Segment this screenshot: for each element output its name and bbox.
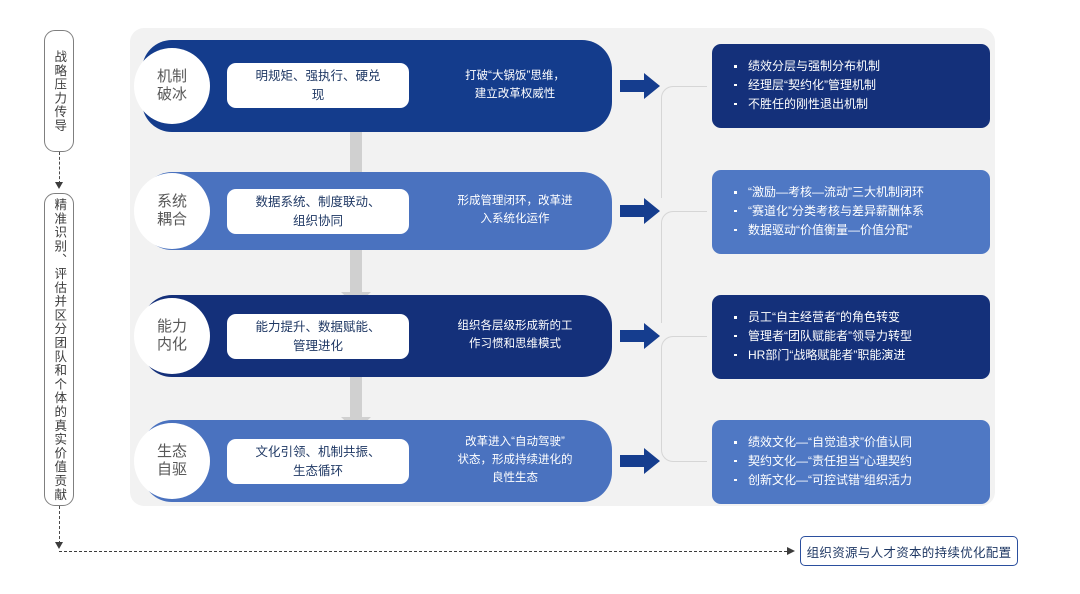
stage-circle-3: 能力 内化 — [134, 298, 210, 374]
stage-desc-4-line3: 良性生态 — [492, 471, 538, 484]
bottom-dashed-arrow — [787, 547, 795, 555]
elbow-connector-3 — [661, 336, 707, 448]
stage-desc-3-line2: 作习惯和思维模式 — [469, 338, 561, 350]
stage-circle-2: 系统 耦合 — [134, 173, 210, 249]
stage-bullets-1: 绩效分层与强制分布机制 经理层“契约化”管理机制 不胜任的刚性退出机制 — [712, 44, 990, 128]
stage-keybox-3-line2: 管理进化 — [292, 338, 343, 353]
bullet-item: 创新文化—“可控试错”组织活力 — [732, 471, 976, 490]
stage-desc-2-line2: 入系统化运作 — [480, 213, 550, 225]
stage-keybox-1: 明规矩、强执行、硬兑 现 — [227, 63, 409, 108]
bullet-item: “赛道化”分类考核与差异薪酬体系 — [732, 202, 976, 221]
stage-circle-1-line2: 破冰 — [156, 86, 187, 103]
rail-dash-lower — [59, 506, 60, 544]
stage-arrow-right-3 — [620, 323, 660, 349]
stage-circle-4-line2: 自驱 — [156, 461, 187, 478]
bullet-item: “激励—考核—流动”三大机制闭环 — [732, 183, 976, 202]
outcome-banner: 组织资源与人才资本的持续优化配置 — [800, 536, 1018, 566]
bullet-item: 绩效分层与强制分布机制 — [732, 57, 976, 76]
outcome-banner-label: 组织资源与人才资本的持续优化配置 — [806, 545, 1012, 560]
bullet-item: 管理者“团队赋能者”领导力转型 — [732, 327, 976, 346]
bullet-item: 员工“自主经营者”的角色转变 — [732, 308, 976, 327]
rail-bottom-label: 精准识别、评估并区分团队和个体的真实价值贡献 — [52, 197, 67, 502]
stage-circle-1-line1: 机制 — [156, 67, 187, 85]
stage-arrow-right-4 — [620, 448, 660, 474]
stage-desc-2: 形成管理闭环，改革进 入系统化运作 — [420, 183, 610, 239]
bullet-item: 经理层“契约化”管理机制 — [732, 76, 976, 95]
stage-bullets-3: 员工“自主经营者”的角色转变 管理者“团队赋能者”领导力转型 HR部门“战略赋能… — [712, 295, 990, 379]
bullet-item: HR部门“战略赋能者”职能演进 — [732, 346, 976, 365]
stage-circle-3-line1: 能力 — [156, 317, 187, 335]
stage-arrow-right-1 — [620, 73, 660, 99]
stage-keybox-2-line1: 数据系统、制度联动、 — [255, 195, 381, 210]
elbow-connector-4 — [661, 418, 707, 462]
stage-circle-1: 机制 破冰 — [134, 48, 210, 124]
stage-keybox-1-line2: 现 — [311, 87, 325, 102]
stage-keybox-1-line1: 明规矩、强执行、硬兑 — [255, 69, 381, 84]
rail-arrow-upper — [54, 182, 63, 189]
stage-desc-1-line1: 打破“大锅饭”思维， — [465, 70, 565, 83]
stage-keybox-4-line2: 生态循环 — [292, 463, 343, 478]
stage-keybox-3: 能力提升、数据赋能、 管理进化 — [227, 314, 409, 359]
stage-keybox-4-line1: 文化引领、机制共振、 — [255, 445, 381, 460]
stage-desc-4-line2: 状态，形成持续进化的 — [457, 454, 573, 467]
bullet-item: 数据驱动“价值衡量—价值分配” — [732, 221, 976, 240]
stage-desc-4: 改革进入“自动驾驶” 状态，形成持续进化的 良性生态 — [420, 427, 610, 495]
stage-circle-4-line1: 生态 — [156, 442, 187, 460]
stage-desc-3: 组织各层级形成新的工 作习惯和思维模式 — [420, 308, 610, 364]
stage-bullets-2: “激励—考核—流动”三大机制闭环 “赛道化”分类考核与差异薪酬体系 数据驱动“价… — [712, 170, 990, 254]
stage-circle-2-line2: 耦合 — [156, 211, 187, 228]
stage-keybox-4: 文化引领、机制共振、 生态循环 — [227, 439, 409, 484]
rail-top-label: 战略压力传导 — [52, 49, 67, 133]
stage-keybox-3-line1: 能力提升、数据赋能、 — [255, 320, 381, 335]
stage-keybox-2-line2: 组织协同 — [292, 213, 343, 228]
stage-desc-1-line2: 建立改革权威性 — [474, 88, 556, 100]
bullet-item: 契约文化—“责任担当”心理契约 — [732, 452, 976, 471]
stage-desc-1: 打破“大锅饭”思维， 建立改革权威性 — [420, 58, 610, 114]
stage-circle-3-line2: 内化 — [156, 336, 187, 353]
rail-box-bottom: 精准识别、评估并区分团队和个体的真实价值贡献 — [44, 193, 74, 506]
bullet-item: 绩效文化—“自觉追求”价值认同 — [732, 433, 976, 452]
stage-bullets-4: 绩效文化—“自觉追求”价值认同 契约文化—“责任担当”心理契约 创新文化—“可控… — [712, 420, 990, 504]
rail-arrow-lower — [54, 542, 63, 549]
elbow-connector-2 — [661, 211, 707, 323]
stage-keybox-2: 数据系统、制度联动、 组织协同 — [227, 189, 409, 234]
stage-desc-2-line1: 形成管理闭环，改革进 — [457, 195, 573, 208]
rail-dash-upper — [59, 152, 60, 184]
bullet-item: 不胜任的刚性退出机制 — [732, 95, 976, 114]
stage-desc-4-line1: 改革进入“自动驾驶” — [465, 436, 565, 449]
stage-circle-2-line1: 系统 — [156, 192, 187, 210]
elbow-connector-1 — [661, 86, 707, 198]
bottom-dashed-line — [59, 551, 787, 552]
stage-desc-3-line1: 组织各层级形成新的工 — [457, 320, 573, 333]
stage-arrow-right-2 — [620, 198, 660, 224]
stage-circle-4: 生态 自驱 — [134, 423, 210, 499]
rail-box-top: 战略压力传导 — [44, 30, 74, 152]
